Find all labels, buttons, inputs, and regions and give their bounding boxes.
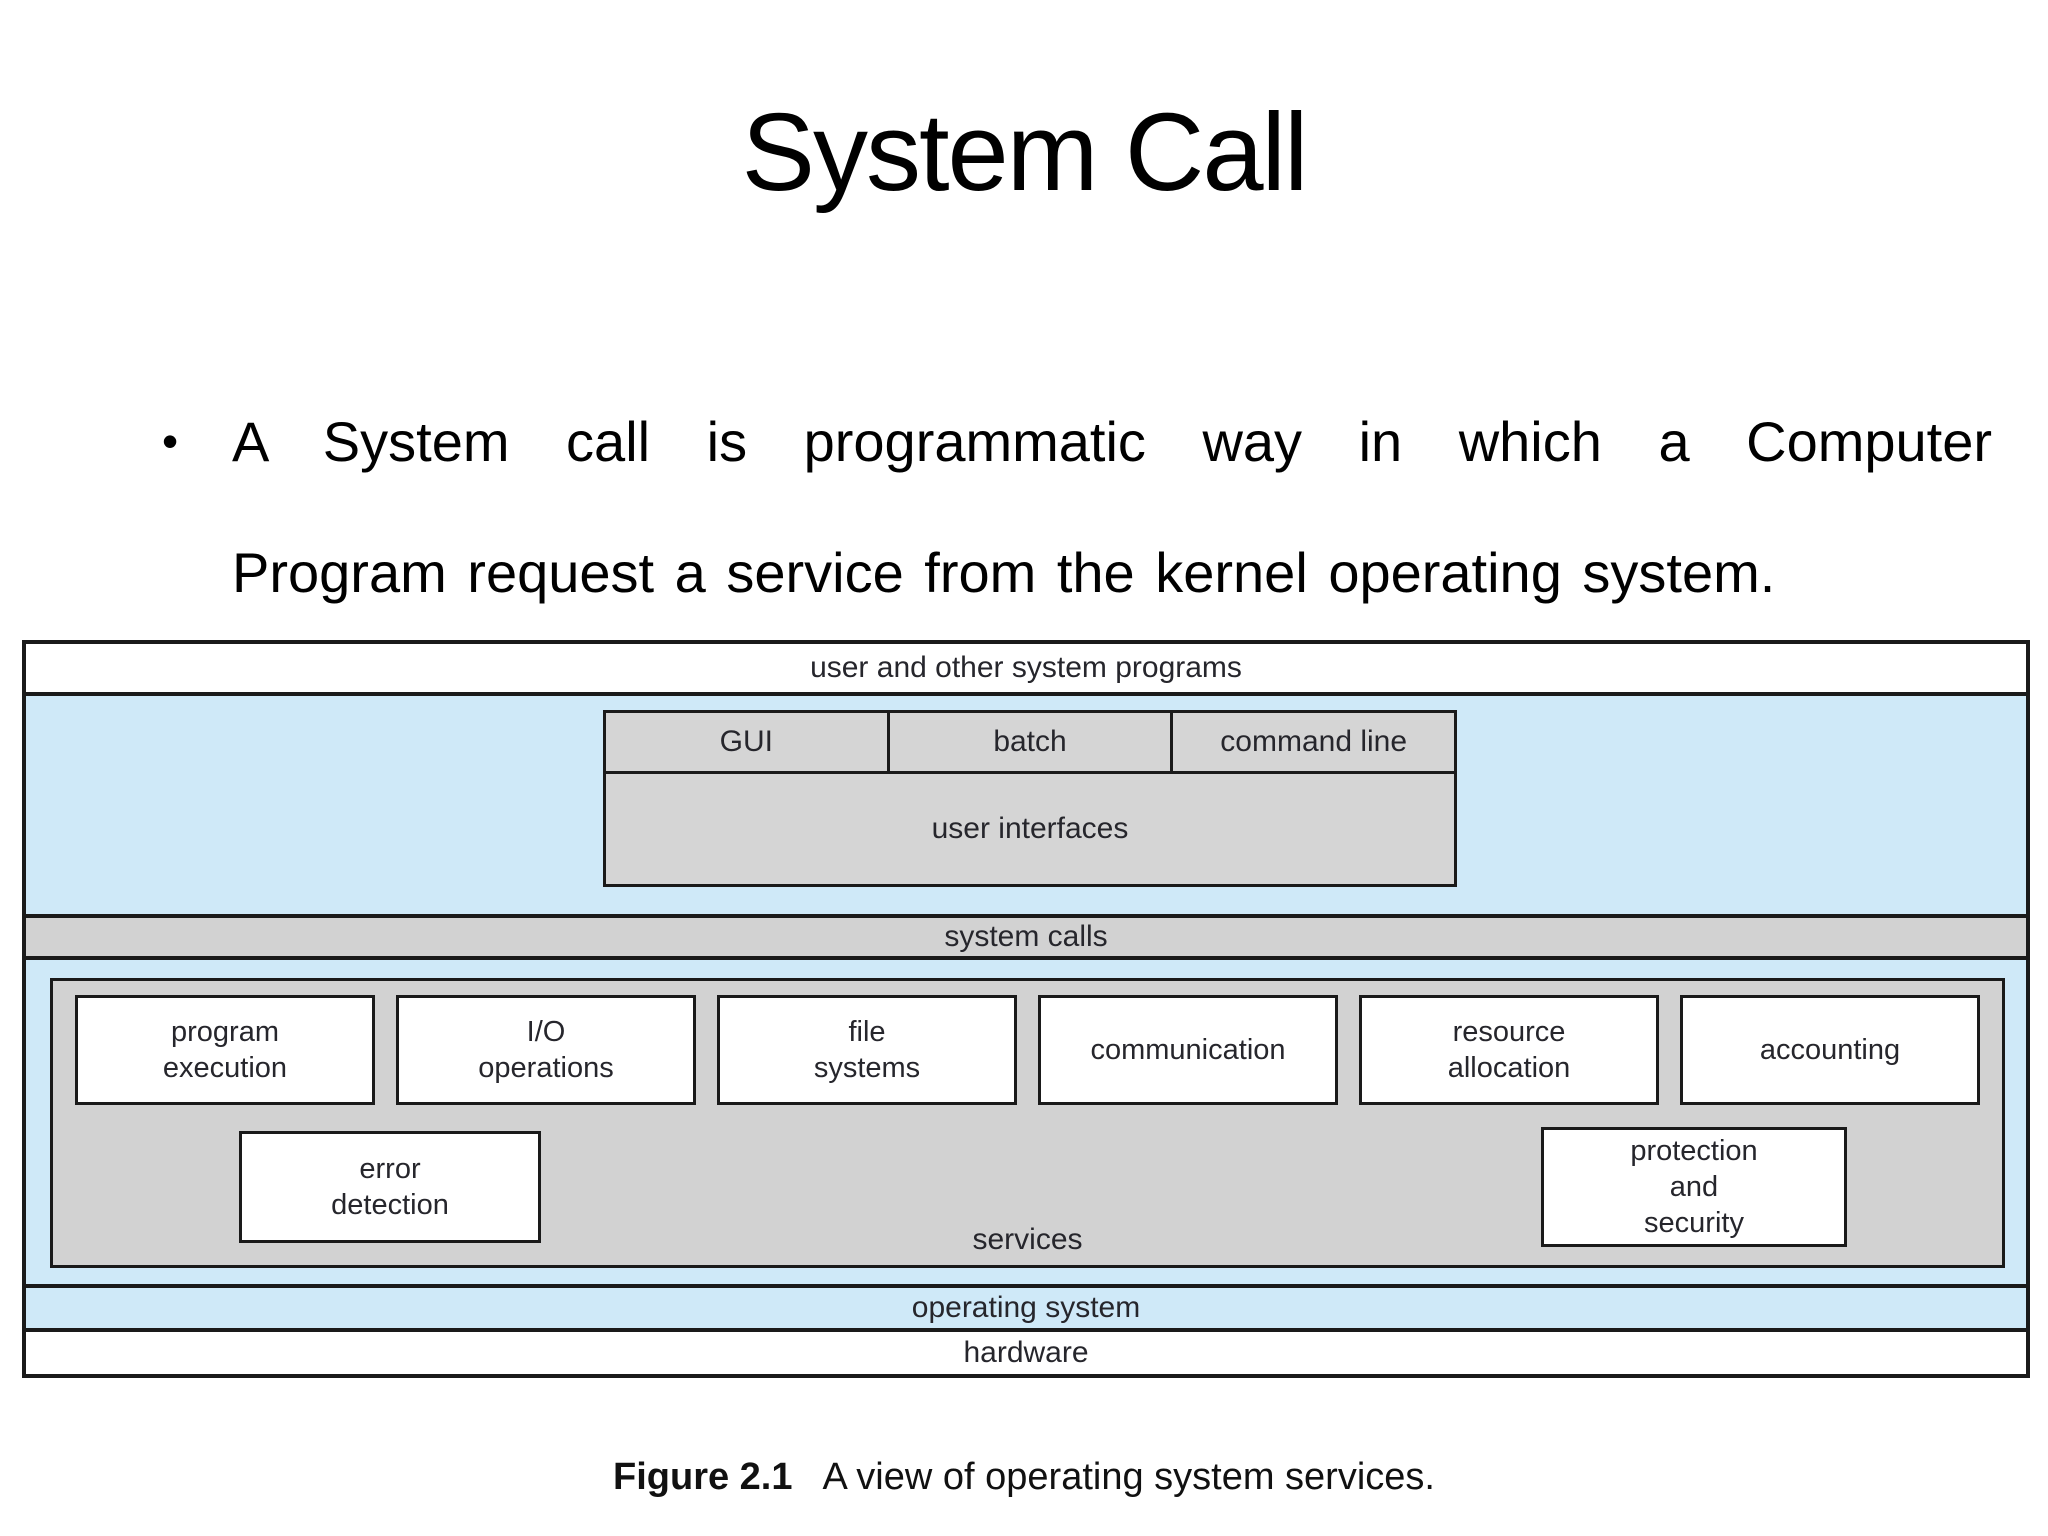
service-protection-security: protection and security <box>1541 1127 1847 1247</box>
layer-services: program execution I/O operations file sy… <box>26 956 2026 1284</box>
service-communication: communication <box>1038 995 1338 1105</box>
figure-caption-label: Figure 2.1 <box>613 1456 793 1498</box>
slide-title: System Call <box>741 91 1309 214</box>
ui-cell-batch: batch <box>889 713 1174 771</box>
services-box: program execution I/O operations file sy… <box>50 978 2005 1268</box>
service-error-detection: error detection <box>239 1131 541 1243</box>
layer-operating-system: operating system <box>26 1284 2026 1328</box>
ui-cell-gui: GUI <box>606 713 890 771</box>
user-interfaces-row: GUI batch command line <box>606 713 1455 771</box>
services-label: services <box>972 1223 1083 1256</box>
layer-hardware-label: hardware <box>963 1336 1089 1369</box>
figure-caption: Figure 2.1 A view of operating system ser… <box>0 1456 2048 1499</box>
service-file-systems: file systems <box>717 995 1017 1105</box>
bullet-line-2: Program request a service from the kerne… <box>232 541 1776 605</box>
layer-operating-system-label: operating system <box>911 1291 1141 1324</box>
layer-user-programs: user and other system programs <box>26 644 2026 692</box>
service-io-operations: I/O operations <box>396 995 696 1105</box>
user-interfaces-label: user interfaces <box>606 771 1454 884</box>
layer-hardware: hardware <box>26 1328 2026 1374</box>
user-interfaces-table: GUI batch command line user interfaces <box>603 710 1457 887</box>
service-resource-allocation: resource allocation <box>1359 995 1659 1105</box>
ui-cell-command-line: command line <box>1173 713 1455 771</box>
layer-system-calls: system calls <box>26 914 2026 956</box>
services-row-1: program execution I/O operations file sy… <box>53 981 2002 1105</box>
figure-caption-text: A view of operating system services. <box>822 1456 1435 1498</box>
layer-system-calls-label: system calls <box>944 920 1108 953</box>
layer-user-interfaces: GUI batch command line user interfaces <box>26 692 2026 914</box>
service-program-execution: program execution <box>75 995 375 1105</box>
os-services-figure: user and other system programs GUI batch… <box>22 640 2030 1378</box>
service-accounting: accounting <box>1680 995 1980 1105</box>
bullet-line-1: A System call is programmatic way in whi… <box>232 410 1992 473</box>
layer-user-programs-label: user and other system programs <box>810 651 1242 684</box>
bullet-marker: • <box>162 415 179 467</box>
bullet-text: A System call is programmatic way in whi… <box>232 408 1992 606</box>
bullet-item: • A System call is programmatic way in w… <box>160 408 1992 606</box>
